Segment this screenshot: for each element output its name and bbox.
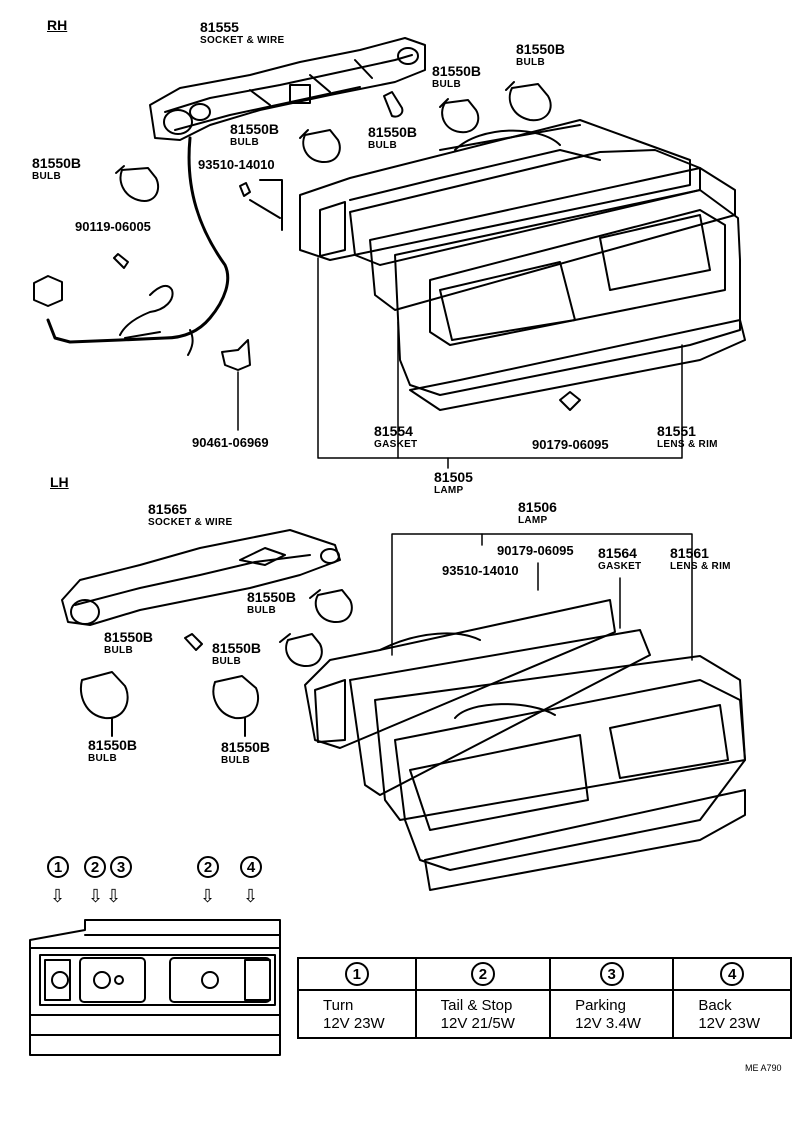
rh-clip-pn: 90119-06005 <box>75 219 151 234</box>
rh-bulb-b-pn: 81550B <box>432 63 482 79</box>
callout-4: 4 <box>240 856 262 878</box>
spec-col-1-num: 1 <box>297 957 417 991</box>
callout-2: 2 <box>84 856 106 878</box>
lh-gasket-name: GASKET <box>598 561 642 572</box>
rh-bulb-d-name: BULB <box>368 140 397 151</box>
rh-lamp-drawing <box>299 119 746 411</box>
rh-socket-wire-name: SOCKET & WIRE <box>200 35 285 46</box>
lh-nut-pn: 90179-06095 <box>497 543 574 558</box>
rh-gasket-name: GASKET <box>374 439 418 450</box>
arrow-down-icon: ⇩ <box>243 886 259 906</box>
rh-lens-name: LENS & RIM <box>657 439 718 450</box>
section-lh-label: LH <box>50 474 69 490</box>
spec-col-2-num: 2 <box>414 957 552 991</box>
arrow-down-icon: ⇩ <box>106 886 122 906</box>
lh-screw-pn: 93510-14010 <box>442 563 519 578</box>
section-rh-label: RH <box>47 17 68 33</box>
rh-clamp-pn: 90461-06969 <box>192 435 269 450</box>
lh-bulb-b-name: BULB <box>104 645 133 656</box>
rh-lens-pn: 81551 <box>657 423 696 439</box>
rh-bracket-lines <box>237 257 683 469</box>
lh-bulb-e-pn: 81550B <box>221 739 271 755</box>
lh-bulb-c-name: BULB <box>212 656 241 667</box>
lh-bracket-lines <box>391 533 693 661</box>
rh-socket-wire-pn: 81555 <box>200 19 239 35</box>
rh-bulb-e-pn: 81550B <box>32 155 82 171</box>
lh-socket-wire-pn: 81565 <box>148 501 187 517</box>
lh-socket-wire-drawing <box>61 529 341 626</box>
arrow-down-icon: ⇩ <box>88 886 104 906</box>
rh-bulb-d-pn: 81550B <box>368 124 418 140</box>
rear-lamp-view <box>29 919 281 1056</box>
rh-nut-pn: 90179-06095 <box>532 437 609 452</box>
lh-bulb-a-name: BULB <box>247 605 276 616</box>
lh-lamp-pn: 81506 <box>518 499 557 515</box>
lh-bulb-d-pn: 81550B <box>88 737 138 753</box>
rh-bulb-a-pn: 81550B <box>516 41 566 57</box>
lh-bulb-d-name: BULB <box>88 753 117 764</box>
lh-bulb-e-name: BULB <box>221 755 250 766</box>
arrow-down-icon: ⇩ <box>200 886 216 906</box>
rh-lamp-name: LAMP <box>434 485 464 496</box>
lh-lamp-drawing <box>304 599 746 891</box>
spec-table-header-row: 1 2 3 4 <box>297 957 792 991</box>
rh-lamp-pn: 81505 <box>434 469 473 485</box>
lh-socket-wire-name: SOCKET & WIRE <box>148 517 233 528</box>
lh-bulb-c-pn: 81550B <box>212 640 262 656</box>
rh-bulb-c-pn: 81550B <box>230 121 280 137</box>
rh-socket-wire-drawing <box>33 37 426 356</box>
lh-bulb-b-pn: 81550B <box>104 629 154 645</box>
spec-col-3-num: 3 <box>549 957 675 991</box>
arrow-down-icon: ⇩ <box>50 886 66 906</box>
lh-lamp-name: LAMP <box>518 515 548 526</box>
rh-bulb-e-name: BULB <box>32 171 61 182</box>
rh-bulb-c-name: BULB <box>230 137 259 148</box>
callout-3: 3 <box>110 856 132 878</box>
rh-bulb-a-name: BULB <box>516 57 545 68</box>
lh-bulbs-drawing <box>80 589 353 737</box>
rh-bulb-b-name: BULB <box>432 79 461 90</box>
rh-gasket-pn: 81554 <box>374 423 413 439</box>
rh-bulbs-drawing <box>113 81 552 371</box>
spec-col-4-num: 4 <box>672 957 792 991</box>
lh-lens-pn: 81561 <box>670 545 709 561</box>
lh-bulb-a-pn: 81550B <box>247 589 297 605</box>
lh-lens-name: LENS & RIM <box>670 561 731 572</box>
rh-screw-pn: 93510-14010 <box>198 157 275 172</box>
callout-1: 1 <box>47 856 69 878</box>
lh-gasket-pn: 81564 <box>598 545 637 561</box>
callout-2b: 2 <box>197 856 219 878</box>
diagram-code: ME A790 <box>745 1063 782 1073</box>
